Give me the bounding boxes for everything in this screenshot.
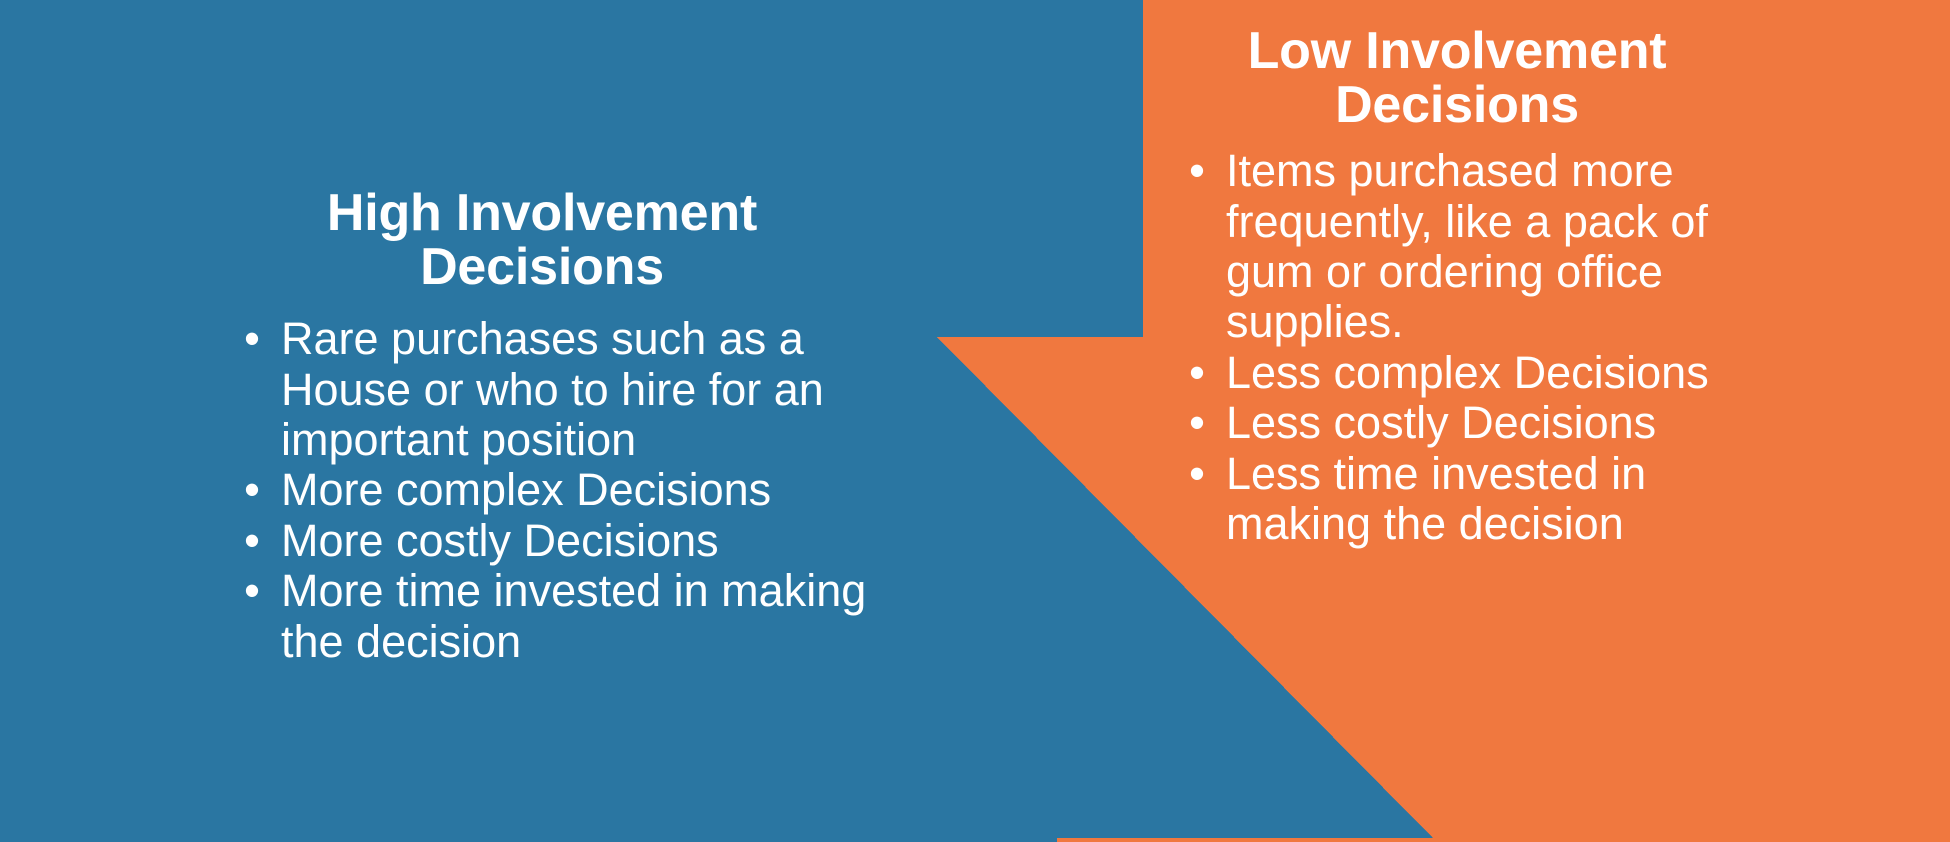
list-item: • Rare purchases such as a House or who …: [216, 313, 868, 465]
list-item-text: More complex Decisions: [281, 464, 772, 516]
low-involvement-bullet-list: • Items purchased more frequently, like …: [1161, 145, 1753, 550]
list-item-text: Items purchased more frequently, like a …: [1226, 145, 1708, 348]
list-item: • Items purchased more frequently, like …: [1161, 145, 1753, 348]
bullet-point-icon: •: [244, 565, 260, 617]
bullet-point-icon: •: [244, 514, 260, 566]
bullet-point-icon: •: [1189, 145, 1205, 197]
high-involvement-bullet-list: • Rare purchases such as a House or who …: [216, 313, 868, 667]
list-item: • Less complex Decisions: [1161, 346, 1753, 398]
blue-panel-shape: [0, 0, 1433, 842]
bullet-point-icon: •: [1189, 447, 1205, 499]
list-item-text: More costly Decisions: [281, 514, 719, 566]
list-item-text: Rare purchases such as a House or who to…: [281, 313, 824, 465]
low-involvement-title-line-2: Decisions: [1335, 76, 1579, 135]
high-involvement-column: High Involvement Decisions • Rare purcha…: [216, 186, 868, 667]
list-item: • More complex Decisions: [216, 464, 868, 516]
bullet-point-icon: •: [1189, 397, 1205, 449]
high-involvement-title-line-1: High Involvement: [326, 184, 758, 242]
high-involvement-title: High Involvement Decisions: [216, 186, 868, 294]
list-item-text: Less time invested in making the decisio…: [1226, 447, 1647, 549]
list-item: • Less time invested in making the decis…: [1161, 447, 1753, 550]
list-item: • More time invested in making the decis…: [216, 565, 868, 667]
low-involvement-title-line-1: Low Involvement: [1247, 22, 1667, 80]
bullet-point-icon: •: [244, 464, 260, 516]
bullet-point-icon: •: [244, 313, 260, 365]
list-item-text: Less complex Decisions: [1226, 346, 1709, 398]
low-involvement-column: Low Involvement Decisions • Items purcha…: [1161, 24, 1753, 549]
list-item-text: Less costly Decisions: [1226, 397, 1657, 449]
low-involvement-title: Low Involvement Decisions: [1161, 24, 1753, 132]
list-item: • More costly Decisions: [216, 514, 868, 566]
high-involvement-title-line-2: Decisions: [420, 238, 664, 297]
list-item-text: More time invested in making the decisio…: [281, 565, 867, 667]
bullet-point-icon: •: [1189, 346, 1205, 398]
list-item: • Less costly Decisions: [1161, 397, 1753, 449]
